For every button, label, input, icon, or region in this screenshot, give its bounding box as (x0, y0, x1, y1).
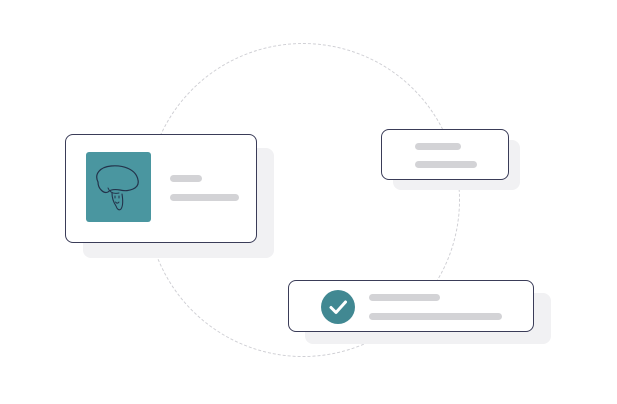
message-text-placeholder (415, 161, 477, 168)
profile-detail-placeholder (170, 194, 239, 201)
profile-avatar (86, 152, 151, 222)
message-title-placeholder (415, 143, 461, 150)
checkmark-circle-icon (321, 290, 355, 324)
status-text-placeholder (369, 313, 502, 320)
status-card (288, 280, 534, 332)
profile-name-placeholder (170, 175, 202, 182)
status-title-placeholder (369, 294, 440, 301)
message-card (381, 129, 509, 180)
profile-card (65, 134, 257, 243)
mushroom-face-illustration (96, 165, 139, 211)
